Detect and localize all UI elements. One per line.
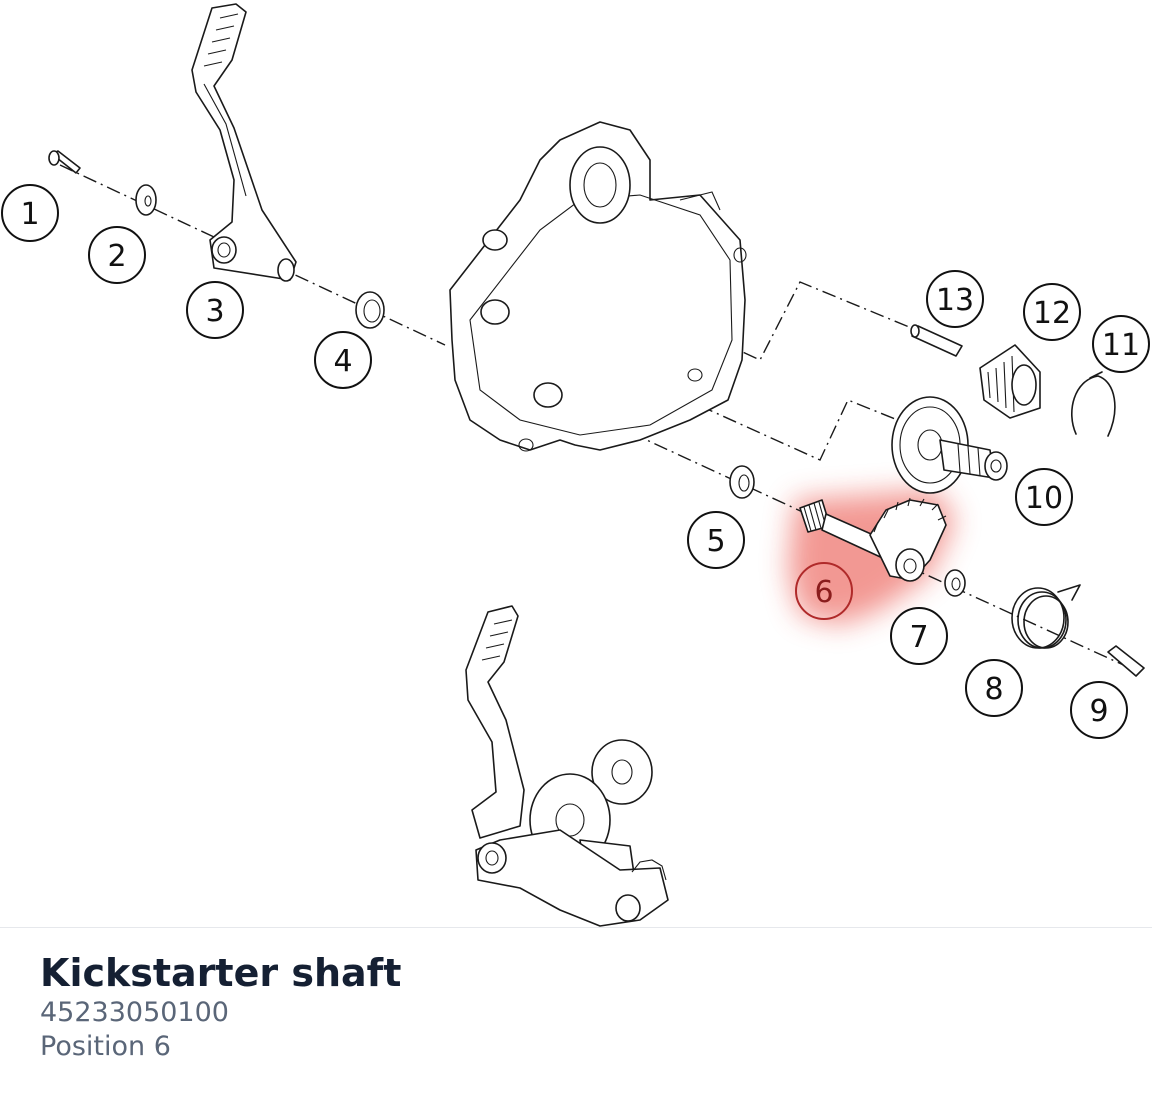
callout[interactable]: 2 bbox=[88, 226, 146, 284]
exploded-parts-diagram: 1 2 3 4 5 6 7 8 9 10 11 12 bbox=[1, 3, 1150, 927]
part-circlip bbox=[1071, 371, 1116, 437]
part-assembled-view bbox=[465, 605, 669, 927]
callout[interactable]: 13 bbox=[926, 270, 984, 328]
callout[interactable]: 10 bbox=[1015, 468, 1073, 526]
svg-text:3: 3 bbox=[205, 294, 224, 329]
divider bbox=[0, 927, 1152, 928]
part-info-panel: Kickstarter shaft 45233050100 Position 6 bbox=[40, 950, 401, 1064]
svg-text:13: 13 bbox=[936, 283, 974, 318]
svg-text:4: 4 bbox=[333, 344, 352, 379]
callout[interactable]: 3 bbox=[186, 281, 244, 339]
callout[interactable]: 11 bbox=[1092, 315, 1150, 373]
callout[interactable]: 4 bbox=[314, 331, 372, 389]
part-spring bbox=[1011, 584, 1081, 649]
part-seal-ring bbox=[355, 291, 385, 329]
part-bolt bbox=[48, 150, 81, 174]
part-kickstarter-shaft bbox=[799, 497, 947, 582]
svg-text:2: 2 bbox=[107, 239, 126, 274]
callout[interactable]: 7 bbox=[890, 607, 948, 665]
svg-text:10: 10 bbox=[1025, 481, 1063, 516]
callout[interactable]: 8 bbox=[965, 659, 1023, 717]
part-washer-7 bbox=[944, 569, 966, 597]
part-crankcase-cover bbox=[449, 121, 747, 452]
part-gear-12 bbox=[979, 344, 1041, 419]
svg-text:9: 9 bbox=[1089, 694, 1108, 729]
part-intermediate-gear bbox=[891, 396, 1008, 494]
svg-text:5: 5 bbox=[706, 524, 725, 559]
part-washer-5 bbox=[729, 465, 755, 499]
svg-text:12: 12 bbox=[1033, 296, 1071, 331]
svg-text:8: 8 bbox=[984, 672, 1003, 707]
part-pin-13 bbox=[910, 324, 963, 357]
callout[interactable]: 12 bbox=[1023, 283, 1081, 341]
callout-highlighted[interactable]: 6 bbox=[795, 562, 853, 620]
part-kick-lever bbox=[191, 3, 297, 282]
callout[interactable]: 9 bbox=[1070, 681, 1128, 739]
part-title: Kickstarter shaft bbox=[40, 951, 402, 995]
svg-text:1: 1 bbox=[20, 197, 39, 232]
part-pin bbox=[1107, 645, 1145, 677]
callout[interactable]: 5 bbox=[687, 511, 745, 569]
svg-text:11: 11 bbox=[1102, 328, 1140, 363]
part-position: Position 6 bbox=[40, 1031, 171, 1062]
svg-text:7: 7 bbox=[909, 620, 928, 655]
callout[interactable]: 1 bbox=[1, 184, 59, 242]
part-number: 45233050100 bbox=[40, 997, 229, 1028]
svg-text:6: 6 bbox=[814, 575, 833, 610]
part-washer bbox=[135, 184, 157, 216]
